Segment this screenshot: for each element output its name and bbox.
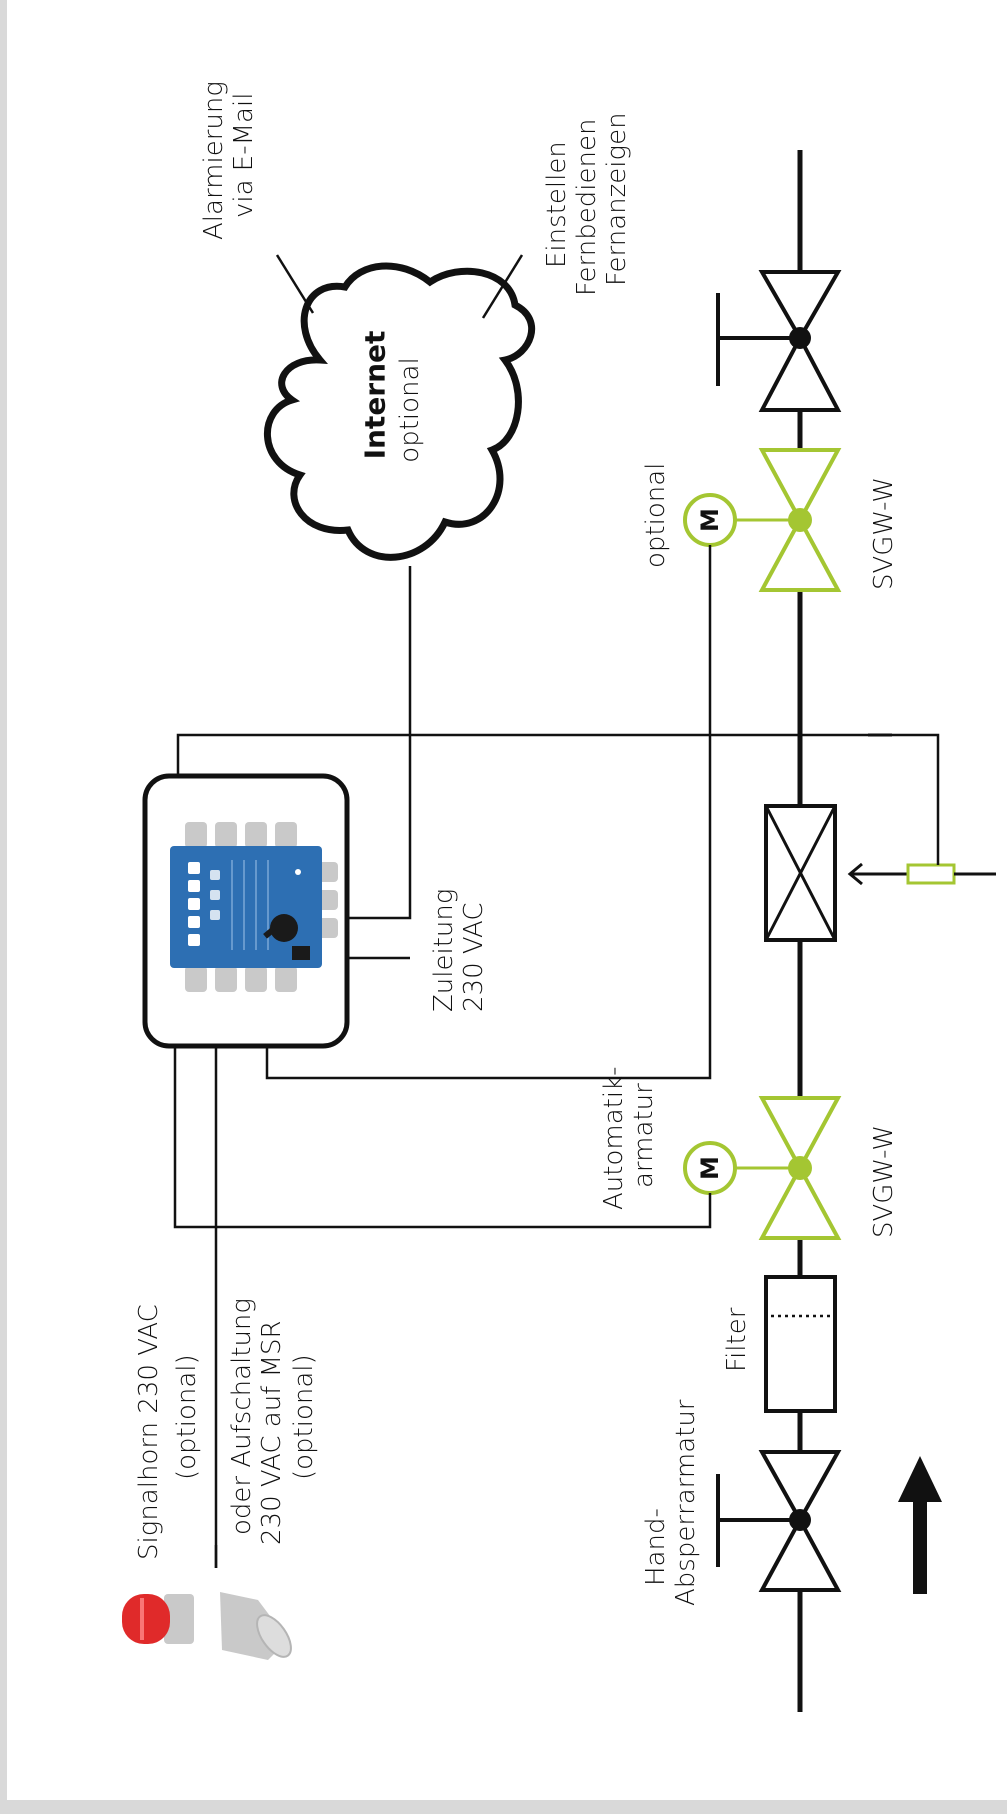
- svgw-valve-top: [732, 448, 842, 592]
- motor-bottom-symbol: M: [696, 1156, 724, 1180]
- label-optional-motor: optional: [641, 463, 671, 568]
- sensor-wire: [176, 733, 940, 852]
- pressure-sensor: [906, 863, 956, 885]
- label-alarm-1: Alarmierung: [199, 81, 229, 240]
- bottom-hand-valve: [716, 1450, 842, 1592]
- top-hand-valve: [716, 270, 842, 412]
- alarm-leader: [275, 254, 315, 314]
- label-supply-1: Zuleitung: [429, 889, 459, 1013]
- motor-top-icon: M: [683, 493, 737, 547]
- cloud-subtitle: optional: [395, 357, 425, 462]
- filter: [764, 1275, 837, 1413]
- sensor-branch: [847, 852, 996, 886]
- motor-top-symbol: M: [696, 508, 724, 532]
- label-hand-2: Absperrarmatur: [671, 1399, 701, 1606]
- label-horn-2: (optional): [172, 1354, 202, 1480]
- wire-internet: [348, 566, 412, 920]
- label-remote-3: Fernanzeigen: [602, 112, 632, 286]
- label-remote-1: Einstellen: [542, 141, 572, 268]
- label-supply-2: 230 VAC: [459, 903, 489, 1013]
- flow-element: [764, 804, 837, 942]
- label-msr-3: (optional): [289, 1354, 319, 1480]
- label-filter: Filter: [722, 1307, 752, 1372]
- motor-bottom-icon: M: [683, 1141, 737, 1195]
- cloud-title: Internet: [359, 331, 392, 460]
- label-msr-2: 230 VAC auf MSR: [257, 1320, 287, 1545]
- label-svgw-bottom: SVGW-W: [869, 1125, 899, 1238]
- signal-horn-icon: [122, 1592, 292, 1660]
- svgw-valve-bottom: [732, 1096, 842, 1240]
- label-horn-1: Signalhorn 230 VAC: [134, 1304, 164, 1560]
- wire-motor-top: [265, 545, 712, 1080]
- label-auto-2: armatur: [629, 1083, 659, 1188]
- wire-motor-bottom: [173, 1045, 712, 1229]
- internet-cloud-icon: Internet optional: [264, 262, 536, 561]
- label-remote-2: Fernbedienen: [572, 119, 602, 296]
- controller-box-icon: [142, 773, 350, 1049]
- left-frame-strip: [0, 0, 7, 1814]
- bottom-frame-strip: [0, 1800, 1007, 1814]
- label-alarm-2: via E-Mail: [229, 93, 259, 218]
- label-hand-1: Hand-: [641, 1508, 671, 1586]
- label-svgw-top: SVGW-W: [869, 477, 899, 590]
- label-msr-1: oder Aufschaltung: [227, 1298, 257, 1535]
- flow-direction-arrow-icon: [898, 1456, 942, 1594]
- label-auto-1: Automatik-: [599, 1067, 629, 1210]
- remote-leader: [481, 254, 524, 319]
